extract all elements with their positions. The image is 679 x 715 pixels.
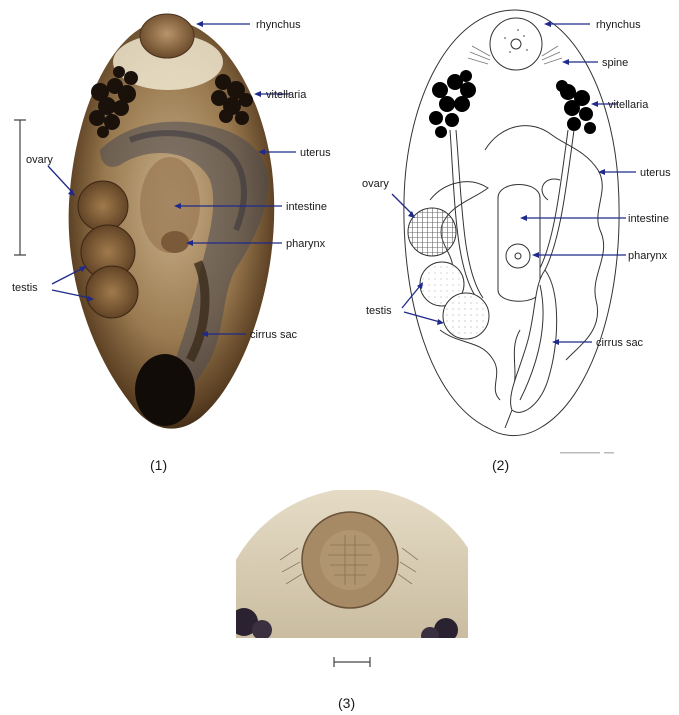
panel-1-specimen-photo [14, 14, 274, 429]
p2-label-pharynx: pharynx [628, 250, 668, 262]
p1-label-vitellaria: vitellaria [266, 89, 307, 101]
p1-label-uterus: uterus [300, 147, 331, 159]
specimen-ovary [78, 181, 128, 231]
p2-label-vitellaria: vitellaria [608, 99, 649, 111]
p1-label-intestine: intestine [286, 201, 327, 213]
drawing-pharynx-center [515, 253, 521, 259]
specimen-pharynx [161, 231, 189, 253]
drawing-bottom-marks [560, 452, 614, 454]
drawing-testis-2-dots [444, 294, 488, 338]
closeup-vitellaria-right-2 [421, 627, 439, 645]
panel-2-caption: (2) [492, 457, 509, 473]
p2-label-intestine: intestine [628, 213, 669, 225]
closeup-rhynchus-inner [320, 530, 380, 590]
drawing-uterus-lower [440, 330, 520, 400]
drawing-cirrus-sac [511, 270, 557, 412]
drawing-rhynchus-center [511, 39, 521, 49]
drawing-ovary [408, 208, 456, 256]
specimen-rhynchus [140, 14, 194, 58]
panel-3-rhynchus-closeup [230, 488, 468, 667]
p1-label-testis: testis [12, 282, 38, 294]
p1-label-pharynx: pharynx [286, 238, 326, 250]
p2-label-testis: testis [366, 305, 392, 317]
scale-bar-1 [14, 120, 26, 255]
p1-label-cirrus-sac: cirrus sac [250, 329, 298, 341]
drawing-intestine [498, 185, 540, 302]
p1-label-ovary: ovary [26, 154, 53, 166]
drawing-vitelline-duct-right [545, 130, 574, 270]
specimen-posterior-mass [135, 354, 195, 426]
p1-label-rhynchus: rhynchus [256, 19, 301, 31]
drawing-pharynx [506, 244, 530, 268]
p2-label-ovary: ovary [362, 178, 389, 190]
panel-3-caption: (3) [338, 695, 355, 711]
p2-label-uterus: uterus [640, 167, 671, 179]
panel-2-specimen-drawing [404, 10, 619, 454]
p2-label-cirrus-sac: cirrus sac [596, 337, 644, 349]
scale-bar-3 [334, 657, 370, 667]
closeup-vitellaria-left-2 [252, 620, 272, 640]
p2-label-rhynchus: rhynchus [596, 19, 641, 31]
drawing-rhynchus [490, 18, 542, 70]
p2-label-spine: spine [602, 57, 628, 69]
drawing-vitellaria-right [556, 80, 596, 134]
drawing-genital-pore [505, 410, 512, 428]
drawing-vitellaria-left [429, 70, 476, 138]
closeup-vitellaria-right [434, 618, 458, 642]
panel-1-caption: (1) [150, 457, 167, 473]
specimen-testis-2 [86, 266, 138, 318]
